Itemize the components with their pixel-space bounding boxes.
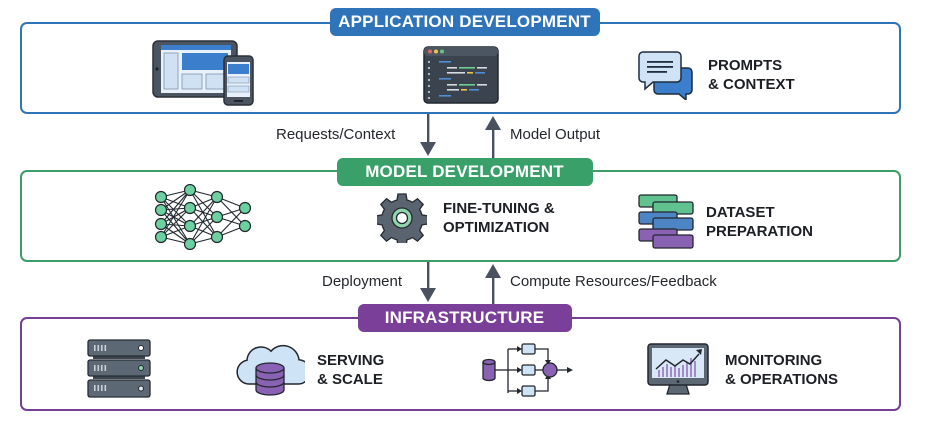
nn-node — [183, 237, 197, 250]
model-output-label: Model Output — [510, 126, 601, 143]
monitor-chart-icon — [647, 343, 709, 397]
nn-node — [183, 201, 197, 215]
nn-node — [238, 201, 252, 215]
nn-edge — [160, 189, 191, 225]
nn-node — [154, 203, 168, 217]
nn-node — [210, 210, 224, 224]
nn-edge — [189, 207, 218, 238]
nn-node — [154, 230, 168, 244]
pipeline-flow-item — [481, 341, 575, 397]
nn-edge — [189, 189, 218, 238]
server-rack-icon — [87, 339, 151, 399]
down-arrow-deployment — [419, 262, 437, 304]
responsive-devices-item — [152, 40, 254, 106]
down-arrow-requests — [419, 114, 437, 158]
up-arrow-model-output — [484, 114, 502, 158]
dataset-preparation-label: DATASET PREPARATION — [706, 204, 813, 240]
nn-edge — [160, 209, 191, 245]
up-arrow-compute-feedback — [484, 262, 502, 304]
fine-tuning-label: FINE-TUNING & OPTIMIZATION — [443, 200, 555, 236]
stacked-layers-icon — [638, 194, 694, 250]
nn-node — [238, 219, 252, 233]
chat-bubbles-icon — [638, 50, 694, 100]
nn-edge — [160, 207, 191, 238]
nn-edge — [216, 196, 246, 227]
model-development-badge: MODEL DEVELOPMENT — [336, 158, 593, 186]
nn-edge — [189, 216, 218, 245]
deployment-label: Deployment — [322, 273, 403, 290]
application-development-badge: APPLICATION DEVELOPMENT — [329, 8, 600, 36]
serving-scale-label: SERVING & SCALE — [317, 352, 385, 388]
dataset-preparation-item: DATASET PREPARATION — [638, 194, 813, 250]
requests-context-label: Requests/Context — [276, 126, 396, 143]
nn-node — [154, 190, 168, 204]
nn-edge — [160, 189, 191, 238]
nn-edge — [189, 196, 218, 227]
nn-edge — [160, 196, 191, 245]
fine-tuning-item: FINE-TUNING & OPTIMIZATION — [377, 193, 555, 243]
nn-node — [210, 190, 224, 204]
nn-edge — [160, 196, 191, 227]
code-editor-icon — [423, 46, 499, 104]
nn-node — [210, 230, 224, 244]
responsive-devices-icon — [152, 40, 254, 106]
cloud-database-icon — [235, 342, 305, 398]
compute-feedback-label: Compute Resources/Feedback — [510, 273, 717, 290]
prompts-context-label: PROMPTS & CONTEXT — [708, 57, 795, 93]
server-rack-item — [87, 339, 151, 399]
nn-edge — [216, 207, 246, 238]
serving-scale-item: SERVING & SCALE — [235, 342, 384, 398]
nn-node — [183, 184, 197, 197]
infrastructure-badge: INFRASTRUCTURE — [357, 304, 572, 332]
pipeline-flow-icon — [481, 341, 575, 397]
nn-edge — [189, 189, 218, 218]
neural-network-item — [153, 184, 253, 250]
code-editor-item — [423, 46, 499, 104]
monitoring-operations-item: MONITORING & OPERATIONS — [647, 343, 838, 397]
neural-network-icon — [153, 184, 253, 250]
nn-node — [183, 219, 197, 233]
gear-icon — [377, 193, 427, 243]
nn-node — [154, 217, 168, 231]
prompts-context-item: PROMPTS & CONTEXT — [638, 50, 795, 100]
monitoring-operations-label: MONITORING & OPERATIONS — [725, 352, 839, 388]
nn-edge — [189, 196, 218, 245]
